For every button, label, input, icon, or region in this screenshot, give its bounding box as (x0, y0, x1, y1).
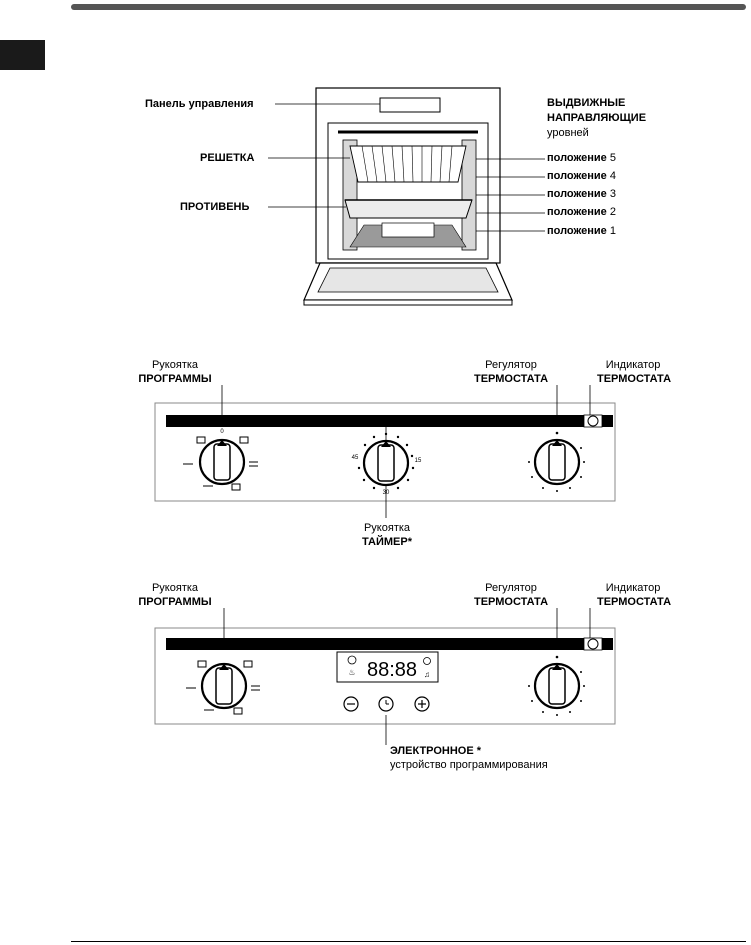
panel1-program-caption: Рукоятка (151, 359, 199, 371)
door-glass (317, 267, 499, 293)
clock-icon (423, 657, 431, 665)
cooking-icon: ♨ (348, 668, 355, 677)
timer-tick-30: 30 (383, 490, 390, 496)
program-knob-2 (186, 660, 260, 715)
display-digits: 88:88 (367, 659, 417, 681)
guides-label-line2: НАПРАВЛЯЮЩИЕ (547, 112, 647, 124)
auto-icon (347, 655, 357, 665)
panel2-indicator-title: ТЕРМОСТАТА (596, 596, 672, 608)
thermostat-knob-2 (528, 655, 585, 716)
left-side-guide (342, 139, 358, 251)
panel2-thermostat-caption: Регулятор (485, 582, 537, 594)
thermostat-knob-1 (528, 431, 585, 492)
program-knob-1: 0 (183, 429, 258, 491)
rack (349, 145, 467, 183)
header-bar (71, 4, 746, 10)
guides-label-line3: уровней (547, 127, 589, 139)
rack-label: РЕШЕТКА (200, 152, 255, 164)
timer-tick-15: 15 (415, 458, 422, 464)
timer-tick-45: 45 (352, 455, 359, 461)
panel1-thermostat-title: ТЕРМОСТАТА (473, 373, 549, 385)
control-panel-label: Панель управления (145, 98, 254, 110)
guides-label-line1: ВЫДВИЖНЫЕ (547, 97, 626, 109)
bell-icon: ♫ (424, 670, 430, 679)
position-5-label: положение 5 (547, 152, 616, 164)
thermostat-indicator-light (587, 415, 599, 427)
timer-caption: Рукоятка (363, 522, 411, 534)
rack-bars (361, 145, 453, 183)
language-tab (0, 40, 45, 70)
position-3-label: положение 3 (547, 188, 616, 200)
footer-rule (71, 941, 746, 942)
svg-text:0: 0 (220, 429, 224, 435)
panel1-indicator-title: ТЕРМОСТАТА (596, 373, 672, 385)
tray-label: ПРОТИВЕНЬ (180, 201, 250, 213)
position-1-label: положение 1 (547, 225, 616, 237)
panel2-indicator-caption: Индикатор (605, 582, 661, 594)
position-4-label: положение 4 (547, 170, 616, 182)
panel1-indicator-caption: Индикатор (605, 359, 661, 371)
panel2-program-title: ПРОГРАММЫ (138, 596, 212, 608)
electronic-title: ЭЛЕКТРОННОЕ * (390, 745, 482, 757)
timer-knob: 45 15 30 (352, 432, 422, 496)
position-2-label: положение 2 (547, 206, 616, 218)
panel1-program-title: ПРОГРАММЫ (138, 373, 212, 385)
electronic-caption: устройство программирования (390, 759, 548, 771)
panel1-thermostat-caption: Регулятор (485, 359, 537, 371)
thermostat-indicator-light-2 (587, 638, 599, 650)
panel2-thermostat-title: ТЕРМОСТАТА (473, 596, 549, 608)
panel2-program-caption: Рукоятка (151, 582, 199, 594)
timer-title: ТАЙМЕР* (362, 536, 412, 548)
control-panel-display (379, 97, 441, 113)
